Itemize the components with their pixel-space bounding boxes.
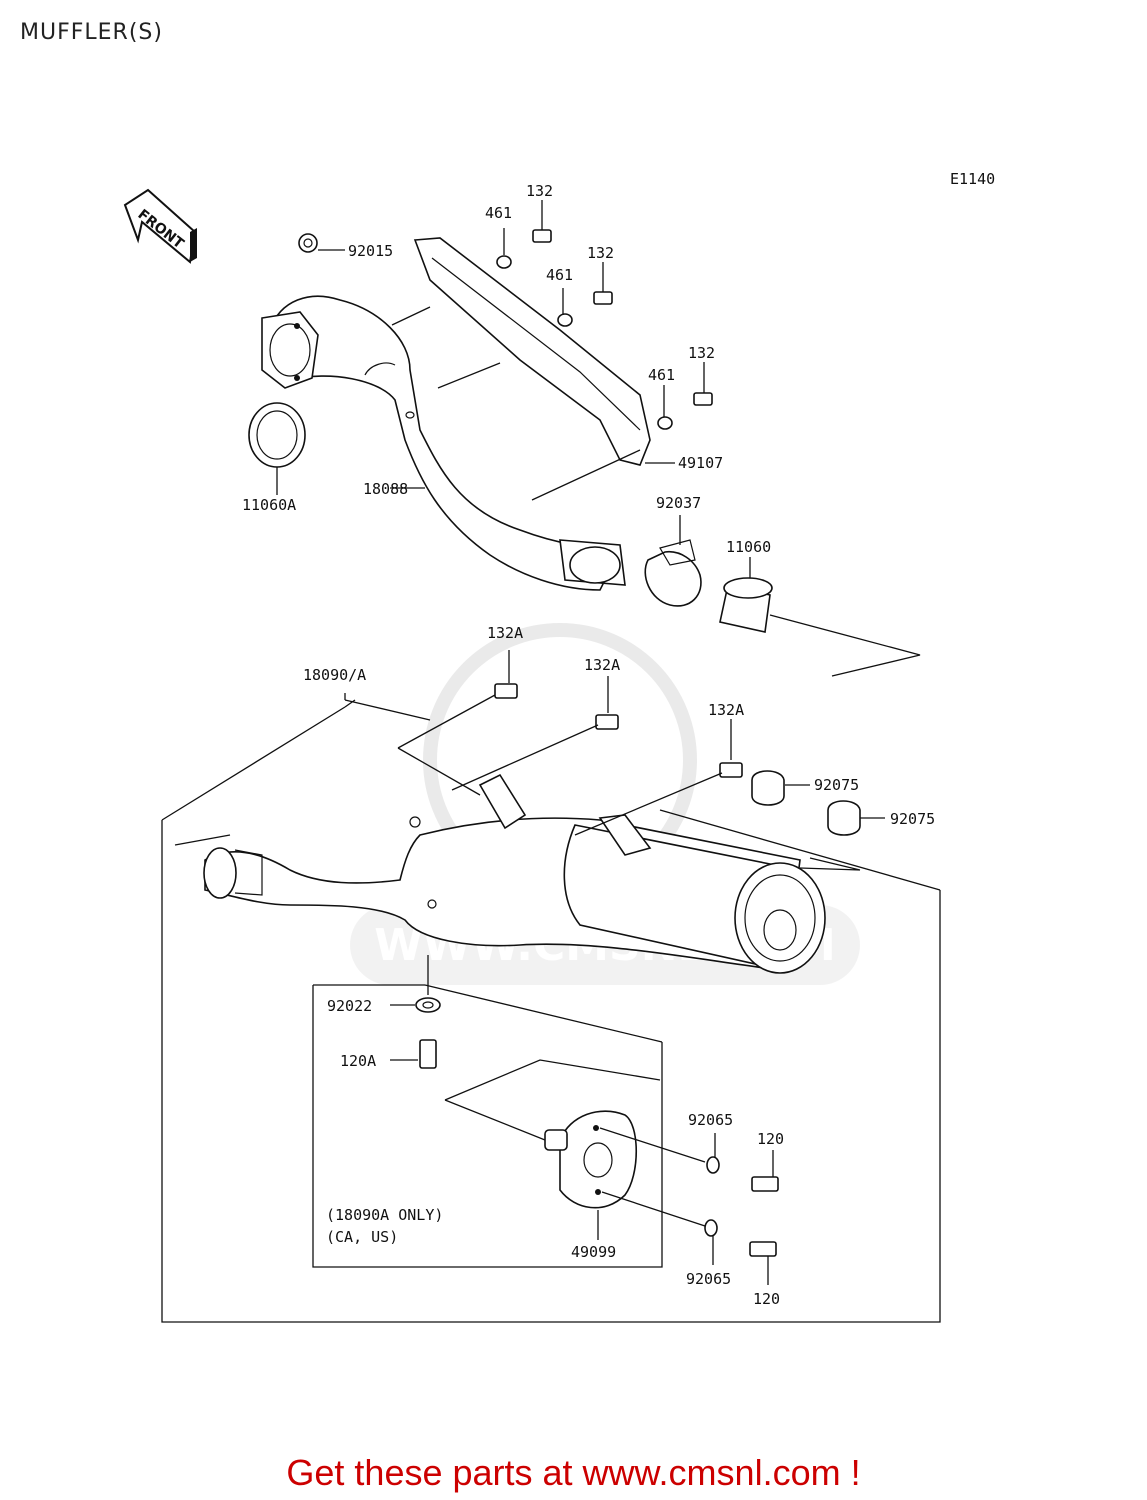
- label-92065-b: 92065: [686, 1270, 731, 1288]
- label-92022: 92022: [327, 997, 372, 1015]
- label-92065-a: 92065: [688, 1111, 733, 1129]
- label-92037: 92037: [656, 494, 701, 512]
- diagram-code: E1140: [950, 170, 995, 188]
- label-132-c: 132: [688, 344, 715, 362]
- label-461-b: 461: [546, 266, 573, 284]
- gasket-11060A: [248, 402, 306, 468]
- screw-120b-icon: [749, 1241, 777, 1257]
- damper-92075b-icon: [827, 800, 861, 836]
- bolt-132Ac-icon: [719, 762, 743, 778]
- nut-92065a-icon: [706, 1156, 720, 1174]
- front-arrow-icon: FRONT: [123, 188, 197, 264]
- heat-shield-49107: [413, 237, 651, 466]
- label-92075-a: 92075: [814, 776, 859, 794]
- washer-461a-icon: [496, 255, 512, 269]
- label-461-c: 461: [648, 366, 675, 384]
- page-title: MUFFLER(S): [20, 20, 163, 45]
- label-461-a: 461: [485, 204, 512, 222]
- label-18088: 18088: [363, 480, 408, 498]
- exhaust-pipe-18088: [261, 295, 626, 591]
- label-120A: 120A: [340, 1052, 376, 1070]
- note-ca-us: (CA, US): [326, 1228, 398, 1246]
- footer-link[interactable]: Get these parts at www.cmsnl.com !: [286, 1452, 861, 1493]
- label-132A-a: 132A: [487, 624, 523, 642]
- nut-92015-icon: [298, 233, 318, 253]
- label-132-b: 132: [587, 244, 614, 262]
- label-92015: 92015: [348, 242, 393, 260]
- label-49107: 49107: [678, 454, 723, 472]
- label-132-a: 132: [526, 182, 553, 200]
- bolt-132c-icon: [693, 392, 713, 406]
- bolt-132Ab-icon: [595, 714, 619, 730]
- clamp-92037: [644, 539, 702, 607]
- label-132A-b: 132A: [584, 656, 620, 674]
- screw-120a-icon: [751, 1176, 779, 1192]
- label-132A-c: 132A: [708, 701, 744, 719]
- plate-49099: [544, 1110, 638, 1209]
- bolt-132a-icon: [532, 229, 552, 243]
- label-92075-b: 92075: [890, 810, 935, 828]
- label-18090A: 18090/A: [303, 666, 366, 684]
- label-11060: 11060: [726, 538, 771, 556]
- note-18090A-only: (18090A ONLY): [326, 1206, 443, 1224]
- muffler-18090A: [203, 773, 826, 974]
- label-120-b: 120: [753, 1290, 780, 1308]
- screw-120A-icon: [419, 1039, 437, 1069]
- washer-461b-icon: [557, 313, 573, 327]
- gasket-11060: [719, 577, 773, 633]
- label-120-a: 120: [757, 1130, 784, 1148]
- bolt-132b-icon: [593, 291, 613, 305]
- damper-92075a-icon: [751, 770, 785, 806]
- washer-92022-icon: [415, 997, 441, 1013]
- label-11060A: 11060A: [242, 496, 296, 514]
- washer-461c-icon: [657, 416, 673, 430]
- label-49099: 49099: [571, 1243, 616, 1261]
- nut-92065b-icon: [704, 1219, 718, 1237]
- bolt-132Aa-icon: [494, 683, 518, 699]
